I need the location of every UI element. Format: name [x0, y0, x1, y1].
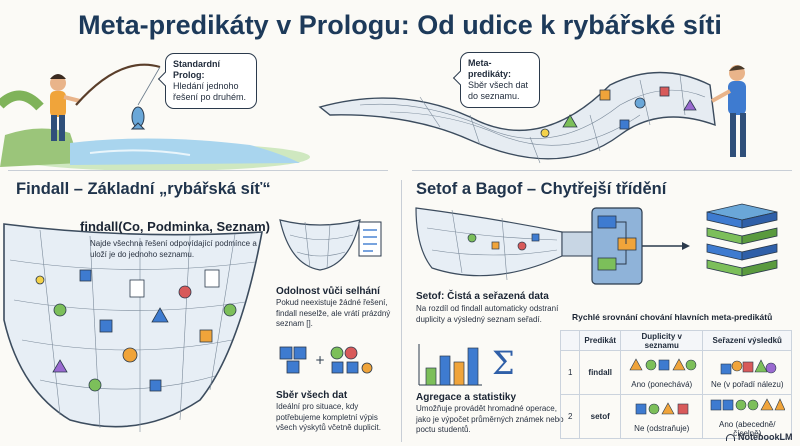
bar-chart-icon: [418, 344, 482, 386]
row-num: 1: [559, 350, 581, 395]
divider-vertical: [401, 180, 402, 442]
robust-heading: Odolnost vůči selhání: [276, 286, 380, 297]
col-header-predicate: Predikát: [579, 330, 621, 351]
top-illustration: [0, 63, 746, 170]
sorted-stack-icon: [706, 203, 778, 277]
findall-signature: findall(Co, Podminka, Seznam): [80, 219, 270, 234]
aggr-heading: Agregace a statistiky: [416, 392, 517, 403]
sigma-icon: Σ: [492, 344, 515, 382]
aggr-text: Umožňuje provádět hromadné operace, jako…: [416, 404, 564, 434]
speech-bubble-meta: Meta-predikáty: Sběr všech dat do seznam…: [452, 52, 540, 108]
speech-bubble-standard: Standardní Prolog: Hledání jednoho řešen…: [157, 53, 257, 109]
sorted-shapes-icon: [710, 397, 786, 410]
row-predicate: findall: [579, 350, 621, 395]
empty-net-icon: [279, 219, 382, 271]
page-title: Meta-predikáty v Prologu: Od udice k ryb…: [78, 10, 722, 40]
table-row: 2 setof Ne (odstraňuje) Ano (abecedně/čí…: [559, 394, 792, 439]
findall-net-illustration: [3, 223, 263, 432]
svg-text:+: +: [315, 353, 325, 367]
blocks-icon: +: [279, 346, 373, 374]
row-duplicates: Ne (odstraňuje): [619, 394, 704, 439]
row-duplicates: Ano (ponechává): [619, 350, 704, 395]
big-net-scene: [318, 65, 746, 164]
setof-sorter-illustration: [415, 203, 778, 285]
comparison-title: Rychlé srovnání chování hlavních meta-pr…: [572, 312, 773, 322]
row-predicate: setof: [579, 394, 621, 439]
row-num: 2: [559, 394, 581, 439]
robust-text: Pokud neexistuje žádné řešení, findall n…: [276, 298, 391, 328]
setof-clean-text: Na rozdíl od findall automaticky odstran…: [416, 304, 559, 324]
notebooklm-logo: NotebookLM: [726, 432, 793, 442]
fisherman-scene: [0, 63, 310, 170]
row-sorting: Ne (v pořadí nálezu): [702, 350, 792, 395]
fish-icon: [130, 106, 146, 130]
col-header-sorting: Seřazení výsledků: [702, 330, 792, 351]
setof-clean-heading: Setof: Čistá a seřazená data: [416, 291, 549, 302]
divider-right: [412, 170, 792, 171]
setof-section-title: Setof a Bagof – Chytřejší třídění: [416, 180, 667, 198]
col-header-duplicates: Duplicity v seznamu: [619, 330, 704, 351]
findall-description: Najde všechna řešení odpovídající podmín…: [90, 239, 257, 259]
comparison-table: Predikát Duplicity v seznamu Seřazení vý…: [559, 330, 792, 439]
table-row: 1 findall Ano (ponechává) Ne (v pořadí n…: [559, 350, 792, 395]
row-sorting: Ano (abecedně/číselně): [702, 394, 792, 439]
shapes-with-duplicates-icon: [629, 358, 697, 371]
collect-heading: Sběr všech dat: [276, 390, 348, 401]
shapes-unique-icon: [635, 402, 689, 415]
findall-section-title: Findall – Základní „rybářská síť“: [16, 180, 271, 198]
divider-left: [8, 170, 388, 171]
table-header-row: Predikát Duplicity v seznamu Seřazení vý…: [559, 330, 792, 351]
collect-text: Ideální pro situace, kdy potřebujeme kom…: [276, 402, 381, 432]
notebooklm-logo-icon: [726, 433, 735, 441]
unsorted-pile-icon: [720, 359, 777, 375]
